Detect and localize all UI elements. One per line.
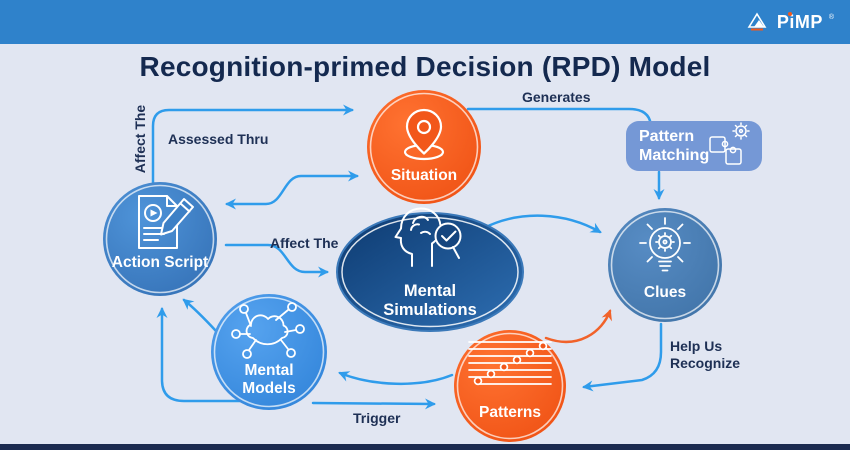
- brand-logo: PiMP ®: [747, 11, 834, 33]
- node-action-script: Action Script: [103, 182, 217, 296]
- node-clues: Clues: [608, 208, 722, 322]
- edge-clues-to-patterns: [582, 322, 663, 392]
- edge-action-script-situation-two-way: [225, 170, 359, 210]
- bottom-footer-bar: [0, 444, 850, 450]
- patterns-label: Patterns: [479, 404, 541, 421]
- logo-registered-mark: ®: [828, 14, 834, 21]
- edge-label-help-us-line1: Help Us: [670, 338, 722, 354]
- node-mental-simulations: Mental Simulations: [336, 207, 524, 332]
- edge-label-trigger: Trigger: [353, 410, 401, 426]
- edge-mental-models-to-action-script: [182, 298, 218, 333]
- situation-label: Situation: [391, 167, 457, 184]
- mental-models-label-line2: Models: [242, 380, 295, 397]
- mental-models-label-line1: Mental: [244, 362, 293, 379]
- clues-label: Clues: [644, 284, 686, 301]
- node-mental-models: Mental Models: [211, 294, 327, 410]
- edge-action-script-to-situation: [151, 104, 354, 188]
- top-header-bar: [0, 0, 850, 44]
- node-situation: Situation: [367, 90, 481, 204]
- edge-label-affect-the-vertical: Affect The: [132, 105, 148, 174]
- pattern-matching-label-line2: Matching: [639, 147, 709, 164]
- edge-action-script-to-mental-simulations: [224, 243, 329, 278]
- edge-mental-simulations-to-clues: [482, 214, 602, 234]
- edge-mental-models-to-patterns-trigger: [311, 398, 436, 410]
- trend-dots-icon: [468, 341, 552, 386]
- action-script-label: Action Script: [112, 254, 208, 271]
- page-title: Recognition-primed Decision (RPD) Model: [139, 51, 711, 82]
- node-patterns: Patterns: [454, 330, 566, 442]
- edge-loop-to-action-script: [156, 307, 247, 403]
- logo-text: PiMP: [776, 12, 823, 32]
- mountain-logo-icon: [747, 12, 767, 31]
- edge-label-generates: Generates: [522, 89, 591, 105]
- network-nodes-icon: [231, 302, 305, 359]
- mental-simulations-label-line2: Simulations: [383, 301, 477, 319]
- edge-situation-to-pattern-matching: [466, 107, 653, 129]
- edge-patterns-to-mental-models: [338, 371, 454, 386]
- edge-label-help-us-line2: Recognize: [670, 355, 740, 371]
- puzzle-gear-icon: [709, 122, 750, 165]
- logo-i-dot: [787, 12, 792, 16]
- location-pin-icon: [403, 108, 445, 161]
- edge-patterns-to-clues-orange: [544, 309, 612, 344]
- lightbulb-gear-icon: [639, 217, 691, 272]
- pattern-matching-label-line1: Pattern: [639, 128, 694, 145]
- edge-label-assessed-thru: Assessed Thru: [168, 131, 268, 147]
- mental-simulations-label-line1: Mental: [404, 282, 456, 300]
- head-magnifier-icon: [394, 207, 462, 267]
- node-pattern-matching: Pattern Matching: [626, 121, 762, 171]
- edge-label-affect-the-horizontal: Affect The: [270, 235, 339, 251]
- document-pencil-icon: [138, 195, 194, 249]
